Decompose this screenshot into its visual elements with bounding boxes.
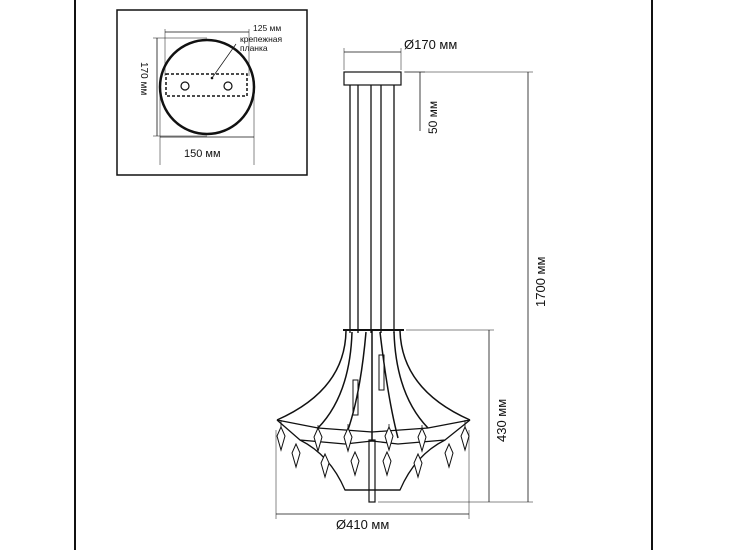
crystal-5: [343, 426, 353, 453]
canopy-height-label: 50 мм: [426, 101, 440, 134]
chandelier-drawing: Ø170 мм 50 мм: [275, 37, 548, 532]
bracket-leader-line: [211, 43, 237, 79]
body-diameter-label: Ø410 мм: [336, 517, 389, 532]
arm-left: [317, 331, 353, 429]
crystal-8: [382, 450, 392, 477]
mounting-bracket: [165, 73, 248, 97]
crystal-12: [460, 425, 470, 452]
crystal-11: [444, 442, 454, 469]
suspension-rods: [349, 85, 395, 333]
crystal-pendants: [276, 425, 470, 479]
inset-height-label: 170 мм: [138, 62, 149, 95]
bracket-name-line2: планка: [240, 43, 268, 53]
crystal-7: [384, 425, 394, 452]
arm-far-left: [276, 330, 347, 421]
canopy-diameter-label: Ø170 мм: [404, 37, 457, 52]
inset-frame: [116, 9, 308, 176]
arm-inner-right: [379, 331, 399, 439]
body-height-label: 430 мм: [494, 399, 509, 442]
arm-inner-left: [344, 331, 367, 439]
crystal-10: [413, 452, 423, 479]
crystal-6: [350, 450, 360, 477]
bracket-name-line1: крепежная: [240, 34, 283, 44]
crystal-hangers: [280, 420, 466, 428]
light-tube-left: [352, 379, 359, 416]
center-stem: [368, 439, 376, 503]
canopy: [343, 71, 402, 86]
crystal-9: [417, 426, 427, 453]
inset-width-label: 150 мм: [184, 148, 221, 160]
lower-ring-back: [276, 419, 471, 433]
lower-frame: [276, 419, 471, 491]
bracket-hole-right: [223, 81, 233, 91]
arm-far-right: [399, 330, 471, 421]
total-height-label: 1700 мм: [533, 257, 548, 307]
bracket-width-label: 125 мм: [253, 23, 281, 33]
crystal-1: [276, 425, 286, 452]
canopy-circle: [158, 38, 256, 136]
bracket-hole-left: [180, 81, 190, 91]
mounting-inset: 125 мм крепежная планка 170 мм 150 мм: [116, 9, 308, 176]
curved-arms: [276, 330, 471, 440]
crystal-2: [291, 442, 301, 469]
arm-right: [393, 331, 429, 429]
light-tube-right: [378, 354, 385, 391]
crystal-4: [320, 452, 330, 479]
crystal-3: [313, 426, 323, 453]
